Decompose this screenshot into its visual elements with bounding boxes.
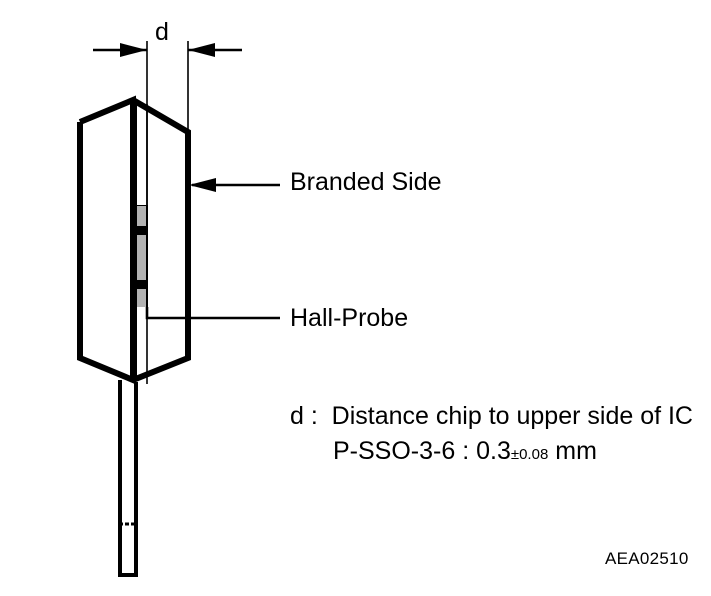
- callout-label-branded-side: Branded Side: [290, 168, 442, 196]
- note-unit: mm: [548, 437, 597, 465]
- callout-label-hall-probe: Hall-Probe: [290, 304, 409, 332]
- chip-segment-middle: [137, 235, 146, 280]
- package-right-face: [131, 97, 191, 383]
- note-tolerance-value: ±0.08: [510, 446, 549, 463]
- note-distance-description: d : Distance chip to upper side of IC: [290, 402, 693, 430]
- note-package-value: P-SSO-3-6 : 0.3: [333, 437, 511, 465]
- dimension-label-d: d: [155, 18, 169, 46]
- lead-outline: [118, 380, 138, 577]
- document-code: AEA02510: [605, 549, 689, 568]
- leader-hall-probe: [145, 307, 280, 320]
- leader-line-hall-probe: [145, 307, 280, 320]
- chip-segment-lower: [137, 289, 146, 307]
- note-package-tolerance: P-SSO-3-6 : 0.3 ±0.08 mm: [333, 437, 597, 466]
- hall-probe-chip-stack: [136, 205, 148, 307]
- chip-segment-upper: [137, 206, 146, 226]
- leader-arrowhead-branded-side: [189, 178, 216, 192]
- arrowhead-left: [120, 43, 147, 57]
- leader-branded-side: [189, 178, 280, 192]
- package-left-face: [77, 95, 136, 385]
- arrowhead-right: [188, 43, 215, 57]
- dimension-group-d: [93, 41, 242, 212]
- package-lead: [118, 380, 138, 577]
- ic-package-body: [77, 95, 191, 385]
